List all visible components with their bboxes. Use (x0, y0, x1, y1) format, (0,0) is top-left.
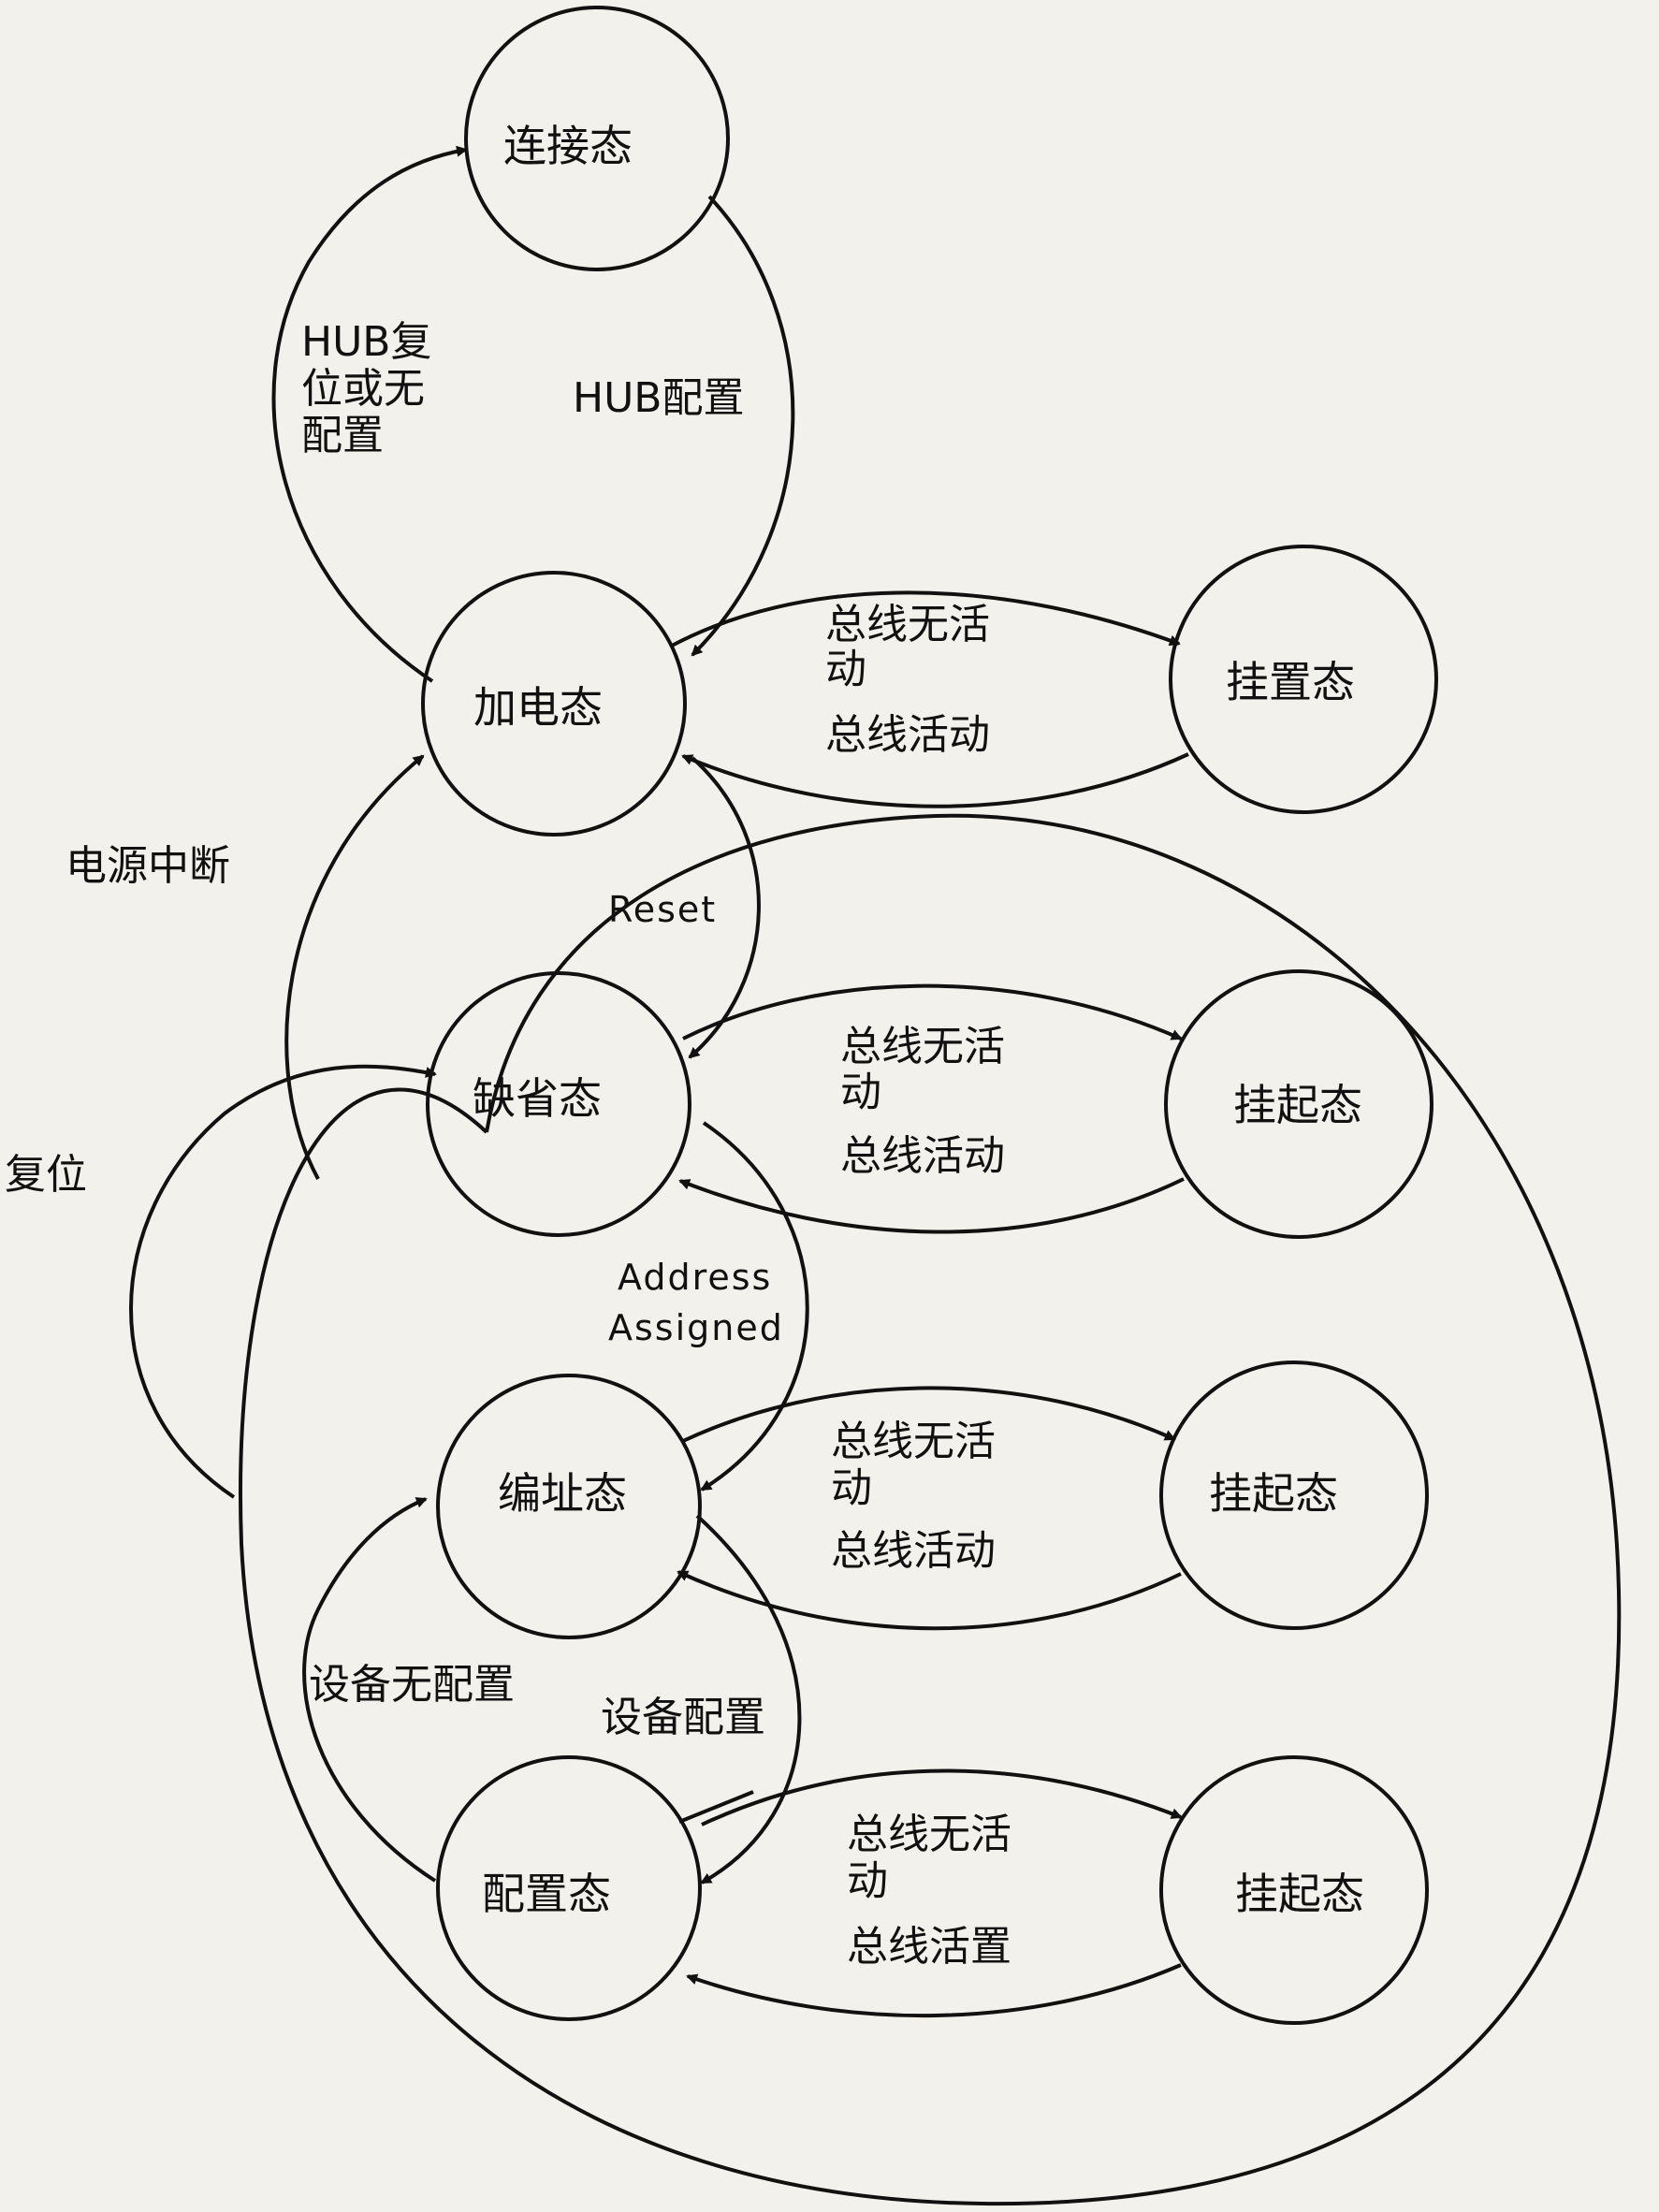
label-hub-reset-3: 配置 (301, 412, 384, 459)
label-powered-bus-inactive-1: 总线无活 (825, 601, 990, 648)
state-attached-label: 连接态 (503, 121, 633, 171)
tick-mark (678, 1790, 754, 1824)
state-default-label: 缺省态 (473, 1073, 602, 1124)
label-hub-reset-2: 位或无 (301, 365, 425, 413)
label-configured-bus-inactive-2: 动 (847, 1857, 888, 1905)
state-suspended-address-node (1159, 1361, 1429, 1630)
edge-configured-bus-active-line (686, 1963, 1182, 2018)
state-configured-label: 配置态 (482, 1869, 611, 1919)
outer-loop-line (239, 813, 1622, 2206)
edge-device-configured-line (695, 1514, 802, 1885)
edge-powered-bus-active-line (681, 752, 1189, 808)
label-reset-cn: 复位 (5, 1151, 87, 1199)
edge-device-deconfigured-line (302, 1497, 437, 1883)
edge-hub-reset-line (271, 145, 468, 683)
label-hub-configured: HUB配置 (573, 374, 744, 422)
state-suspended-default-label: 挂起态 (1233, 1080, 1362, 1130)
label-default-bus-inactive-1: 总线无活 (840, 1023, 1005, 1070)
state-configured-node (436, 1755, 702, 2021)
label-default-bus-active: 总线活动 (840, 1132, 1005, 1180)
edge-default-bus-active-line (678, 1177, 1185, 1234)
label-address-bus-inactive-1: 总线无活 (831, 1418, 996, 1465)
label-default-bus-inactive-2: 动 (840, 1069, 881, 1116)
state-suspended-default-node (1164, 969, 1433, 1239)
label-power-interruption: 电源中断 (65, 842, 230, 890)
edge-reset-cn-line (129, 1064, 437, 1499)
edge-address-bus-inactive-line (682, 1386, 1176, 1443)
state-powered-node (421, 571, 687, 837)
label-hub-reset-1: HUB复 (301, 318, 431, 366)
state-suspended-powered-label: 挂置态 (1226, 657, 1355, 707)
label-device-deconfigured: 设备无配置 (309, 1661, 515, 1709)
edge-address-bus-active-line (677, 1570, 1182, 1631)
label-address-assigned-1: Address (618, 1257, 772, 1298)
label-configured-bus-inactive-1: 总线无活 (847, 1811, 1011, 1858)
state-suspended-powered-node (1169, 545, 1438, 814)
edge-powered-bus-inactive-line (671, 590, 1181, 648)
label-powered-bus-active: 总线活动 (825, 711, 990, 759)
state-powered-label: 加电态 (473, 682, 603, 733)
label-address-assigned-2: Assigned (608, 1307, 784, 1348)
state-suspended-configured-node (1159, 1755, 1429, 2025)
edge-address-assigned-line (700, 1121, 809, 1492)
edge-default-bus-inactive-line (682, 983, 1183, 1041)
label-device-configured: 设备配置 (601, 1694, 765, 1741)
state-suspended-configured-label: 挂起态 (1235, 1869, 1364, 1919)
edge-power-interruption-line (284, 754, 425, 1180)
label-reset-en: Reset (608, 889, 717, 930)
edge-configured-bus-inactive-line (701, 1768, 1183, 1826)
state-address-node (436, 1374, 702, 1639)
state-suspended-address-label: 挂起态 (1209, 1468, 1338, 1519)
state-address-label: 编址态 (498, 1468, 627, 1519)
label-address-bus-active: 总线活动 (831, 1527, 996, 1575)
state-attached-node (464, 6, 730, 271)
label-powered-bus-inactive-2: 动 (825, 646, 866, 693)
state-default-node (426, 971, 691, 1237)
edge-hub-configured-line (691, 195, 795, 657)
label-configured-bus-active: 总线活置 (847, 1923, 1011, 1971)
label-address-bus-inactive-2: 动 (831, 1464, 872, 1512)
